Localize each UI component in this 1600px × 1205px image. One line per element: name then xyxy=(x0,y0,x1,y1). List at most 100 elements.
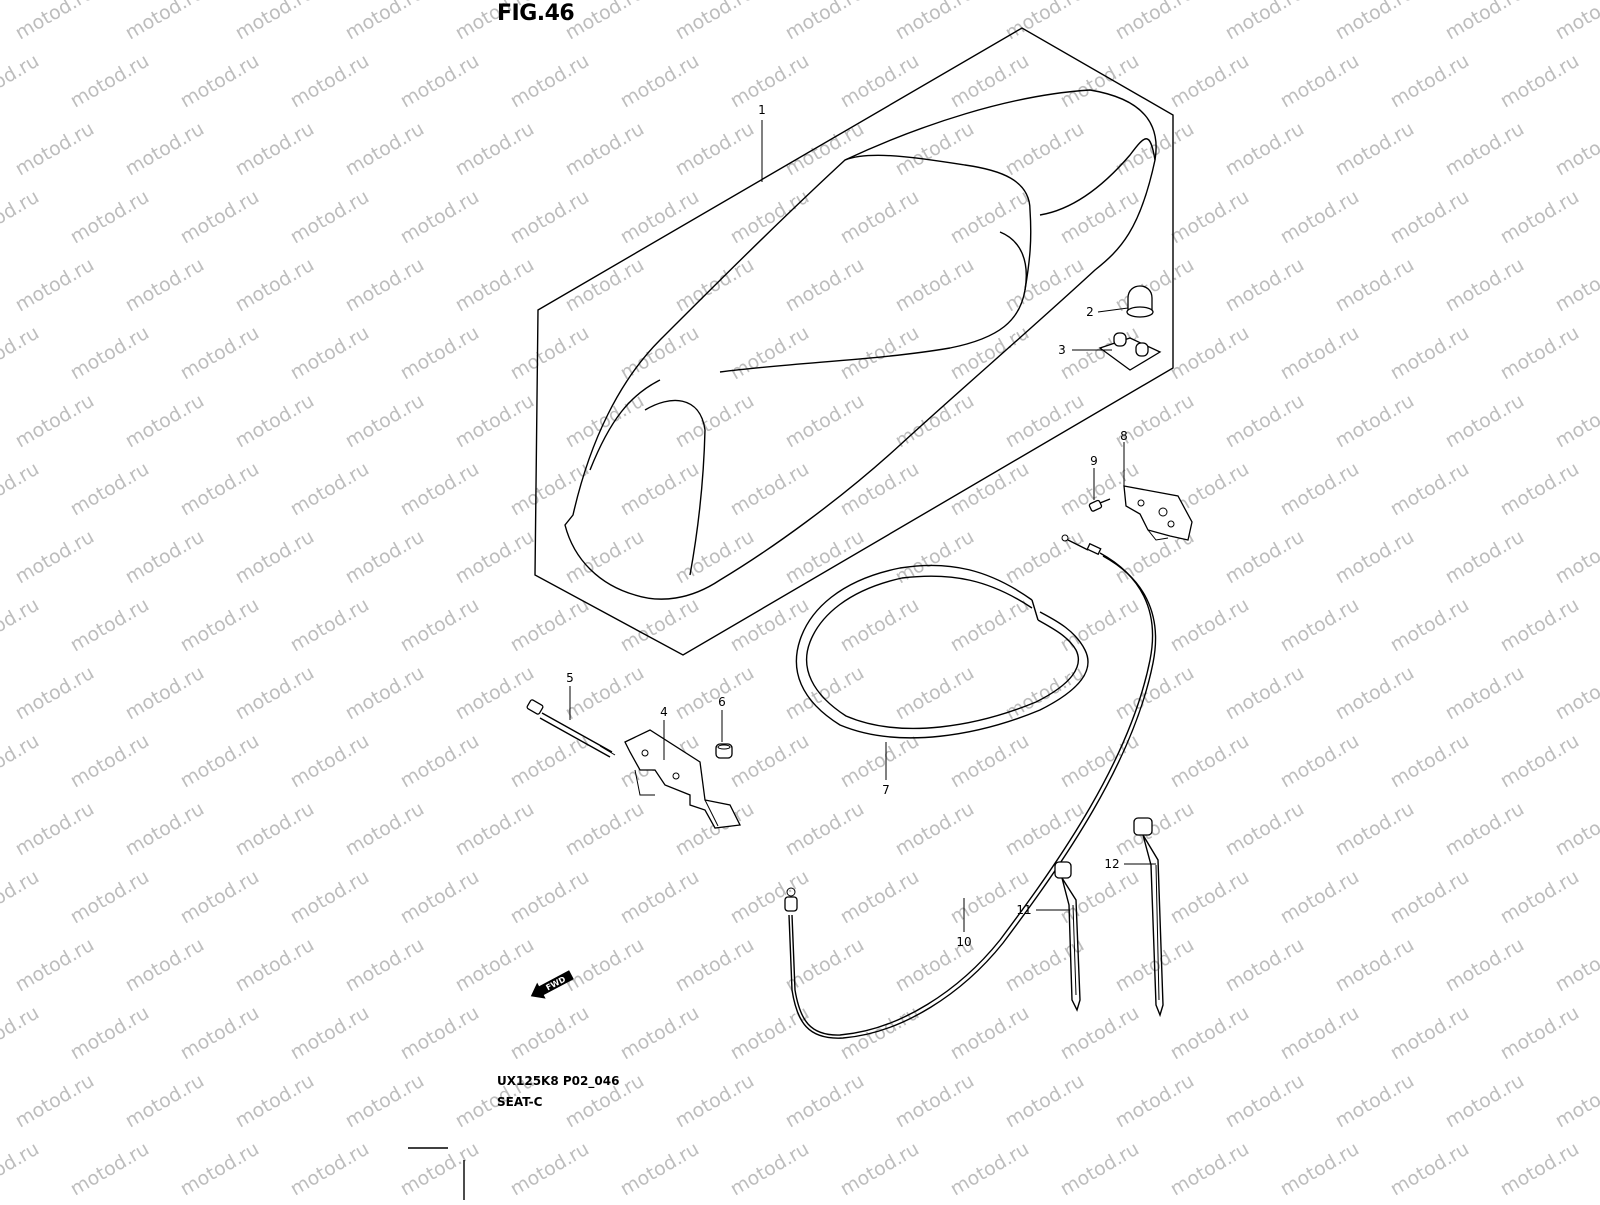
watermark-text: motod.ru xyxy=(1552,1070,1600,1133)
watermark-text: motod.ru xyxy=(1002,1070,1088,1133)
watermark-text: motod.ru xyxy=(12,390,98,453)
watermark-text: motod.ru xyxy=(1552,662,1600,725)
watermark-text: motod.ru xyxy=(617,1002,703,1065)
watermark-text: motod.ru xyxy=(947,50,1033,113)
watermark-text: motod.ru xyxy=(1442,526,1528,589)
callout-2: 2 xyxy=(1086,305,1094,319)
part-7-strap xyxy=(796,565,1088,737)
watermark-text: motod.ru xyxy=(782,390,868,453)
watermark-text: motod.ru xyxy=(1167,866,1253,929)
watermark-text: motod.ru xyxy=(1332,118,1418,181)
watermark-text: motod.ru xyxy=(727,866,813,929)
watermark-text: motod.ru xyxy=(892,390,978,453)
watermark-text: motod.ru xyxy=(1167,1002,1253,1065)
watermark-text: motod.ru xyxy=(1332,390,1418,453)
watermark-text: motod.ru xyxy=(232,1070,318,1133)
watermark-text: motod.ru xyxy=(1167,186,1253,249)
watermark-text: motod.ru xyxy=(1332,254,1418,317)
watermark-text: motod.ru xyxy=(0,186,43,249)
watermark-text: motod.ru xyxy=(232,390,318,453)
watermark-text: motod.ru xyxy=(342,662,428,725)
callout-8: 8 xyxy=(1120,429,1128,443)
watermark-text: motod.ru xyxy=(1442,1070,1528,1133)
watermark-text: motod.ru xyxy=(1442,390,1528,453)
watermark-text: motod.ru xyxy=(452,934,538,997)
watermark-text: motod.ru xyxy=(947,322,1033,385)
watermark-text: motod.ru xyxy=(1222,390,1308,453)
watermark-text: motod.ru xyxy=(1387,594,1473,657)
watermark-text: motod.ru xyxy=(12,0,98,44)
watermark-text: motod.ru xyxy=(177,866,263,929)
watermark-text: motod.ru xyxy=(397,1002,483,1065)
watermark-text: motod.ru xyxy=(1057,594,1143,657)
watermark-text: motod.ru xyxy=(837,1002,923,1065)
watermark-text: motod.ru xyxy=(1552,934,1600,997)
watermark-text: motod.ru xyxy=(1167,322,1253,385)
watermark-text: motod.ru xyxy=(12,662,98,725)
watermark-text: motod.ru xyxy=(67,50,153,113)
watermark-text: motod.ru xyxy=(342,934,428,997)
watermark-text: motod.ru xyxy=(452,118,538,181)
watermark-text: motod.ru xyxy=(287,730,373,793)
watermark-text: motod.ru xyxy=(1332,0,1418,44)
watermark-text: motod.ru xyxy=(727,730,813,793)
watermark-text: motod.ru xyxy=(1277,730,1363,793)
watermark-text: motod.ru xyxy=(452,526,538,589)
watermark-text: motod.ru xyxy=(1002,0,1088,44)
watermark-text: motod.ru xyxy=(562,0,648,44)
watermark-text: motod.ru xyxy=(1497,50,1583,113)
watermark-text: motod.ru xyxy=(67,1138,153,1200)
watermark-text: motod.ru xyxy=(177,594,263,657)
watermark-text: motod.ru xyxy=(1277,594,1363,657)
watermark-text: motod.ru xyxy=(342,118,428,181)
watermark-text: motod.ru xyxy=(562,662,648,725)
watermark-text: motod.ru xyxy=(507,1138,593,1200)
figure-section: SEAT-C xyxy=(497,1095,542,1109)
watermark-text: motod.ru xyxy=(12,1070,98,1133)
watermark-text: motod.ru xyxy=(1112,1070,1198,1133)
watermark-text: motod.ru xyxy=(727,50,813,113)
watermark-text: motod.ru xyxy=(67,594,153,657)
watermark-text: motod.ru xyxy=(342,526,428,589)
watermark-text: motod.ru xyxy=(232,254,318,317)
watermark-text: motod.ru xyxy=(1332,1070,1418,1133)
watermark-text: motod.ru xyxy=(342,254,428,317)
watermark-text: motod.ru xyxy=(947,594,1033,657)
watermark-text: motod.ru xyxy=(1387,1002,1473,1065)
watermark-text: motod.ru xyxy=(1167,594,1253,657)
watermark-text: motod.ru xyxy=(1497,186,1583,249)
watermark-text: motod.ru xyxy=(1112,118,1198,181)
watermark-text: motod.ru xyxy=(1002,118,1088,181)
watermark-text: motod.ru xyxy=(1442,798,1528,861)
watermark-text: motod.ru xyxy=(12,934,98,997)
figure-code: UX125K8 P02_046 xyxy=(497,1074,619,1088)
watermark-text: motod.ru xyxy=(1222,1070,1308,1133)
watermark-text: motod.ru xyxy=(177,730,263,793)
watermark-text: motod.ru xyxy=(1222,526,1308,589)
watermark-text: motod.ru xyxy=(1222,0,1308,44)
watermark-text: motod.ru xyxy=(727,458,813,521)
watermark-text: motod.ru xyxy=(562,934,648,997)
watermark-text: motod.ru xyxy=(1497,458,1583,521)
callout-11: 11 xyxy=(1016,903,1031,917)
watermark-text: motod.ru xyxy=(507,50,593,113)
watermark-text: motod.ru xyxy=(1387,1138,1473,1200)
watermark-text: motod.ru xyxy=(342,798,428,861)
watermark-text: motod.ru xyxy=(1552,0,1600,44)
watermark-text: motod.ru xyxy=(1222,798,1308,861)
part-2-nut xyxy=(1127,286,1153,317)
watermark-text: motod.ru xyxy=(0,730,43,793)
watermark-text: motod.ru xyxy=(507,866,593,929)
watermark-text: motod.ru xyxy=(562,254,648,317)
watermark-text: motod.ru xyxy=(1167,50,1253,113)
watermark-text: motod.ru xyxy=(1387,186,1473,249)
watermark-text: motod.ru xyxy=(837,730,923,793)
watermark-text: motod.ru xyxy=(507,730,593,793)
watermark-text: motod.ru xyxy=(177,186,263,249)
watermark-text: motod.ru xyxy=(1222,662,1308,725)
watermark-text: motod.ru xyxy=(1387,866,1473,929)
watermark-text: motod.ru xyxy=(947,186,1033,249)
watermark-text: motod.ru xyxy=(672,0,758,44)
